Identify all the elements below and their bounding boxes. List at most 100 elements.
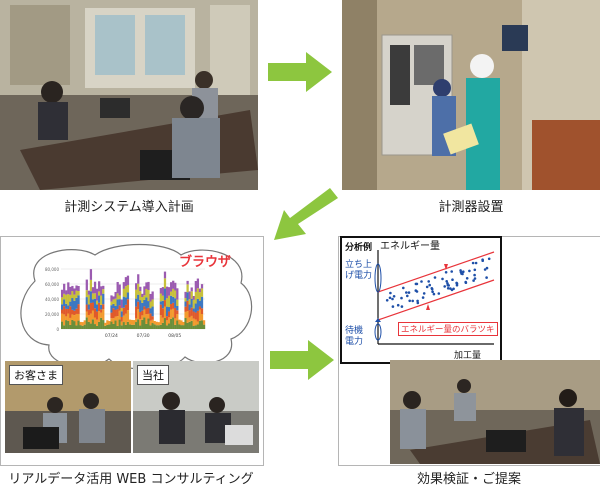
energy-bar-segment bbox=[116, 281, 119, 294]
energy-bar-segment bbox=[159, 304, 162, 316]
scatter-point bbox=[430, 287, 434, 290]
energy-bar-segment bbox=[182, 321, 185, 326]
energy-bar-segment bbox=[184, 291, 187, 299]
scatter-point bbox=[443, 285, 446, 288]
energy-bar-segment bbox=[190, 298, 193, 308]
energy-tick-y: 80,000 bbox=[45, 267, 59, 272]
energy-bar-segment bbox=[137, 294, 140, 302]
energy-tick-y: 60,000 bbox=[45, 282, 59, 287]
energy-bar-segment bbox=[161, 287, 165, 296]
energy-bar-segment bbox=[71, 298, 74, 310]
energy-bar-segment bbox=[147, 290, 150, 302]
scatter-point bbox=[411, 299, 414, 303]
energy-bar-segment bbox=[159, 315, 162, 325]
energy-bar-segment bbox=[91, 287, 95, 294]
energy-bar-segment bbox=[116, 309, 119, 317]
energy-bar-segment bbox=[167, 323, 171, 329]
energy-bar-segment bbox=[79, 321, 82, 326]
energy-bar-segment bbox=[122, 307, 125, 316]
energy-bar-segment bbox=[104, 325, 107, 329]
energy-bar-segment bbox=[69, 324, 72, 329]
energy-bar-segment bbox=[147, 307, 150, 314]
energy-bar-segment bbox=[112, 296, 115, 300]
scatter-point bbox=[416, 299, 419, 303]
energy-bar-segment bbox=[110, 318, 113, 322]
scatter-point bbox=[425, 285, 429, 289]
energy-bar-segment bbox=[81, 325, 84, 329]
meter-installation-illustration bbox=[342, 0, 600, 190]
energy-bar-segment bbox=[93, 324, 97, 329]
energy-bar-segment bbox=[133, 320, 136, 325]
energy-bar-segment bbox=[130, 324, 134, 329]
energy-bar-segment bbox=[63, 306, 66, 315]
energy-bar-segment bbox=[200, 288, 204, 297]
energy-bar-segment bbox=[106, 320, 109, 325]
scatter-point bbox=[433, 276, 437, 279]
energy-bar-segment bbox=[167, 317, 171, 324]
energy-bar-segment bbox=[172, 317, 175, 329]
energy-bar-segment bbox=[73, 288, 76, 295]
arrow-right-bottom bbox=[270, 340, 334, 380]
browser-label: ブラウザ bbox=[179, 255, 232, 270]
scatter-point bbox=[406, 294, 409, 298]
energy-bar-segment bbox=[75, 290, 78, 298]
energy-bar-segment bbox=[135, 322, 138, 329]
scatter-point bbox=[428, 283, 431, 287]
energy-bar-segment bbox=[87, 290, 90, 295]
energy-bar-segment bbox=[98, 321, 101, 329]
energy-bar-segment bbox=[196, 298, 200, 311]
energy-bar-segment bbox=[190, 320, 193, 329]
energy-bar-segment bbox=[155, 321, 158, 326]
energy-bar-segment bbox=[200, 308, 204, 314]
energy-bar-segment bbox=[188, 299, 191, 305]
energy-bar-segment bbox=[61, 297, 64, 305]
energy-bar-segment bbox=[165, 325, 169, 329]
energy-bar-segment bbox=[93, 293, 97, 299]
arrow-down-left bbox=[274, 188, 338, 240]
energy-bar-segment bbox=[114, 316, 117, 321]
energy-bar-segment bbox=[143, 317, 146, 329]
energy-scatter-chart bbox=[374, 250, 495, 345]
energy-bar-segment bbox=[85, 297, 88, 305]
energy-bar-segment bbox=[190, 287, 193, 292]
energy-bar-segment bbox=[196, 321, 200, 325]
scatter-point bbox=[402, 286, 405, 290]
step-caption-verification: 効果検証・ご提案 bbox=[416, 472, 521, 487]
energy-bar-segment bbox=[124, 286, 128, 298]
variation-upper-line bbox=[377, 251, 495, 293]
energy-bar-segment bbox=[120, 321, 123, 326]
energy-bar-segment bbox=[128, 319, 132, 325]
energy-bar-segment bbox=[186, 284, 189, 293]
energy-bar-segment bbox=[102, 285, 105, 290]
energy-bar-segment bbox=[77, 320, 80, 329]
energy-bar-segment bbox=[141, 293, 144, 298]
energy-bar-segment bbox=[114, 309, 117, 317]
energy-bar-segment bbox=[149, 313, 152, 321]
energy-bar-segment bbox=[165, 316, 169, 321]
scatter-point bbox=[450, 288, 454, 292]
scatter-point bbox=[422, 292, 426, 295]
energy-bar-segment bbox=[159, 301, 162, 305]
scatter-point bbox=[487, 257, 491, 261]
energy-bar-segment bbox=[157, 322, 160, 326]
energy-bar-segment bbox=[126, 321, 130, 329]
energy-bar-segment bbox=[147, 281, 150, 291]
energy-bar-segment bbox=[186, 322, 189, 329]
energy-bar-segment bbox=[95, 311, 99, 320]
energy-bar-segment bbox=[122, 322, 125, 329]
energy-bar-segment bbox=[192, 311, 195, 319]
energy-bar-segment bbox=[153, 320, 156, 325]
energy-bar-segment bbox=[65, 303, 68, 309]
energy-bar-segment bbox=[139, 325, 142, 329]
energy-bar-segment bbox=[118, 295, 121, 300]
arrow-right-bottom-shape bbox=[270, 340, 334, 380]
energy-bar-segment bbox=[176, 320, 179, 329]
photo-customer: お客さま bbox=[5, 361, 131, 453]
energy-bar-segment bbox=[87, 309, 90, 315]
energy-bar-segment bbox=[149, 301, 152, 309]
energy-bar-segment bbox=[139, 319, 142, 326]
energy-bar-segment bbox=[79, 325, 82, 329]
energy-bar-segment bbox=[120, 316, 123, 322]
energy-bar-segment bbox=[141, 297, 144, 303]
